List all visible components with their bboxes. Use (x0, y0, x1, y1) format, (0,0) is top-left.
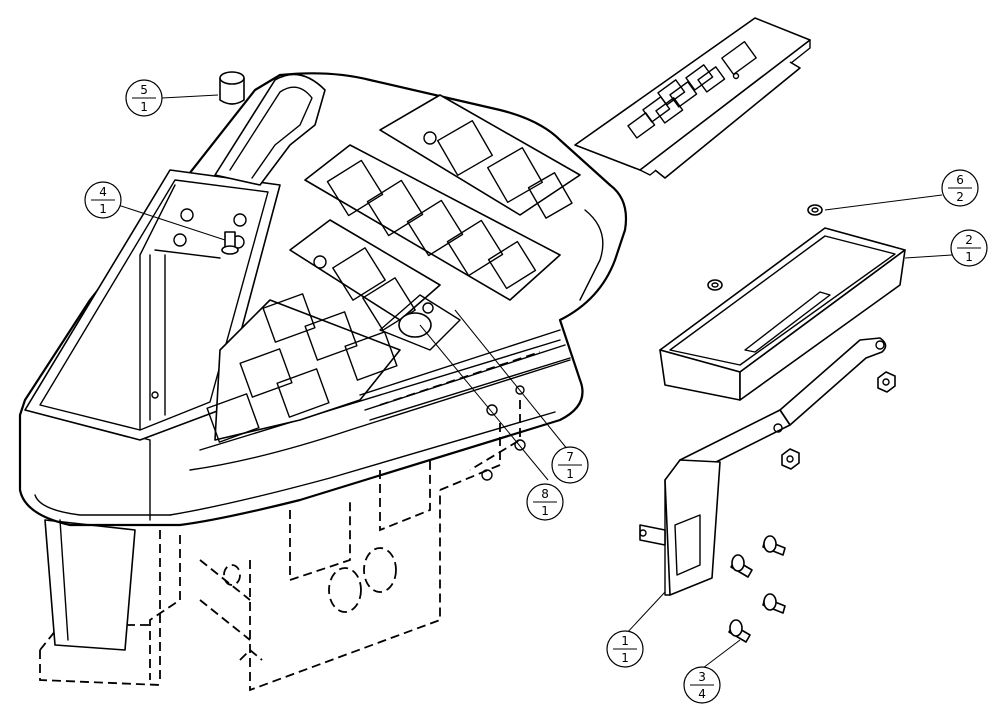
callout-bubble-2: 2 1 (950, 229, 988, 267)
callout-qty: 1 (965, 250, 973, 264)
nut-part-6 (807, 204, 823, 216)
hex-nut (877, 371, 896, 393)
nut-lower (707, 279, 723, 291)
bracket-part-1 (639, 337, 887, 596)
callout-bubble-4: 4 1 (84, 181, 122, 219)
callout-qty: 1 (621, 651, 629, 665)
tray-hole (233, 213, 247, 227)
console-support-post (44, 519, 136, 651)
callout-item: 4 (99, 185, 107, 199)
rotary-knob (398, 312, 432, 338)
callout-item: 7 (566, 450, 574, 464)
rocker-switch-cluster (206, 293, 461, 443)
screw-part-3 (730, 554, 753, 578)
hex-nut (781, 448, 800, 470)
screw-part-3 (762, 535, 786, 556)
callout-bubble-6: 6 2 (941, 169, 979, 207)
stud-part-4 (221, 231, 239, 255)
callout-bubble-5: 5 1 (125, 79, 163, 117)
switch-bezel-plate (574, 17, 811, 179)
leader-lines (117, 94, 953, 669)
callout-qty: 4 (698, 687, 706, 701)
callout-item: 2 (965, 233, 973, 247)
handle-slot (214, 73, 326, 186)
callout-bubble-1: 1 1 (606, 630, 644, 668)
tray-hole (151, 391, 159, 399)
callout-item: 1 (621, 634, 629, 648)
console-rail (359, 329, 571, 481)
screw-part-3 (762, 593, 786, 614)
callout-bubble-7: 7 1 (551, 446, 589, 484)
callout-qty: 1 (140, 100, 148, 114)
tray-hole (173, 233, 187, 247)
storage-tray-part-2 (659, 227, 906, 401)
callout-item: 3 (698, 670, 706, 684)
switch-panel-lower (289, 219, 441, 331)
callout-bubble-8: 8 1 (526, 483, 564, 521)
switch-panel-upper (379, 94, 581, 219)
callout-item: 5 (140, 83, 148, 97)
screw-part-3 (728, 619, 751, 643)
callout-qty: 1 (541, 504, 549, 518)
hidden-hole (328, 567, 362, 613)
switch-panel-middle (304, 144, 561, 301)
callout-qty: 1 (566, 467, 574, 481)
callout-qty: 2 (956, 190, 964, 204)
callout-qty: 1 (99, 202, 107, 216)
cap-part-5 (219, 71, 245, 105)
callout-item: 8 (541, 487, 549, 501)
callout-bubble-3: 3 4 (683, 666, 721, 704)
hidden-hole (223, 564, 241, 586)
hidden-hole (363, 547, 397, 593)
callout-item: 6 (956, 173, 964, 187)
tray-hole (180, 208, 194, 222)
